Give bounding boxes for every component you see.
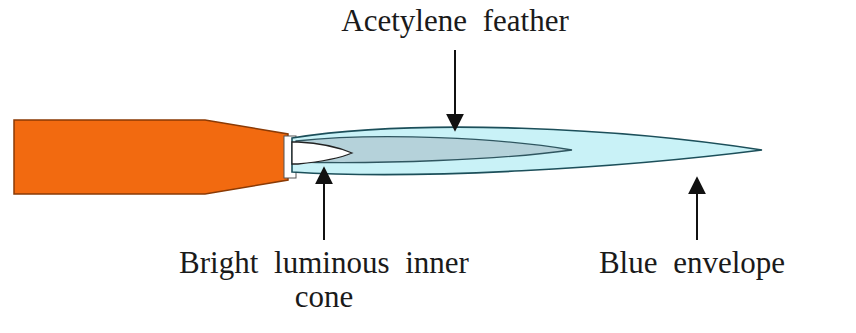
inner-cone (292, 142, 352, 164)
leader-arrow (696, 178, 698, 240)
leader-arrow (454, 50, 456, 130)
leader-arrow (323, 168, 325, 240)
blue-envelope (292, 127, 762, 174)
part-label: Bright luminous inner cone (174, 246, 474, 314)
torch-body (14, 120, 288, 194)
part-label: Acetylene feather (265, 4, 645, 38)
part-label: Blue envelope (532, 246, 852, 280)
